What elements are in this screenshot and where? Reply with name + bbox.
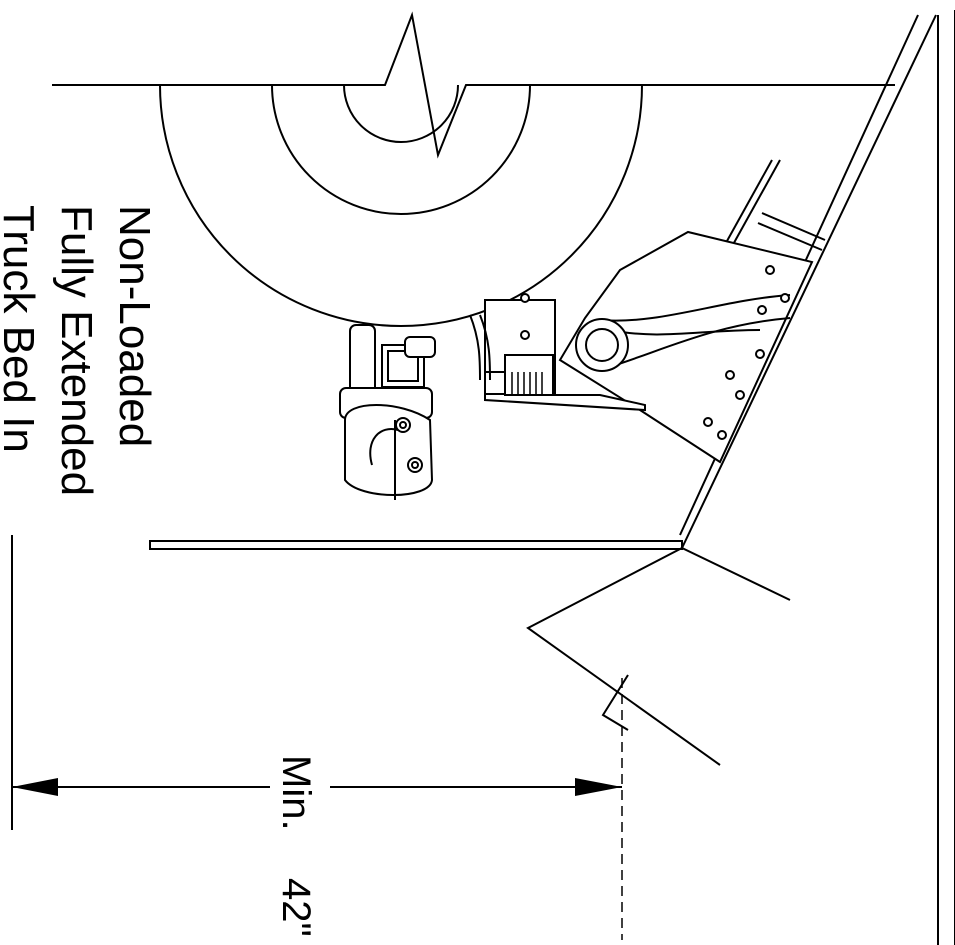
arrow-left-icon <box>12 778 58 796</box>
frame-diagonals <box>679 10 955 945</box>
tire <box>159 84 643 327</box>
dimension-prefix: Min. <box>274 755 318 831</box>
base-plate <box>149 540 683 550</box>
hydraulic-cylinder <box>469 314 556 396</box>
label-fully-extended: Fully Extended <box>52 205 101 496</box>
dimension-value: 42" <box>274 878 318 937</box>
side-label: Non-Loaded Fully Extended Truck Bed In <box>0 205 159 496</box>
label-non-loaded: Non-Loaded <box>110 205 159 447</box>
label-truck-bed-in: Truck Bed In <box>0 205 43 453</box>
dimension-line: Min. 42" <box>11 535 622 937</box>
hitch-mount-arm <box>484 159 826 464</box>
truck-bed <box>52 11 895 159</box>
hitch-head <box>339 324 436 500</box>
bumper-wedge <box>526 546 791 940</box>
arrow-right-icon <box>575 778 622 796</box>
